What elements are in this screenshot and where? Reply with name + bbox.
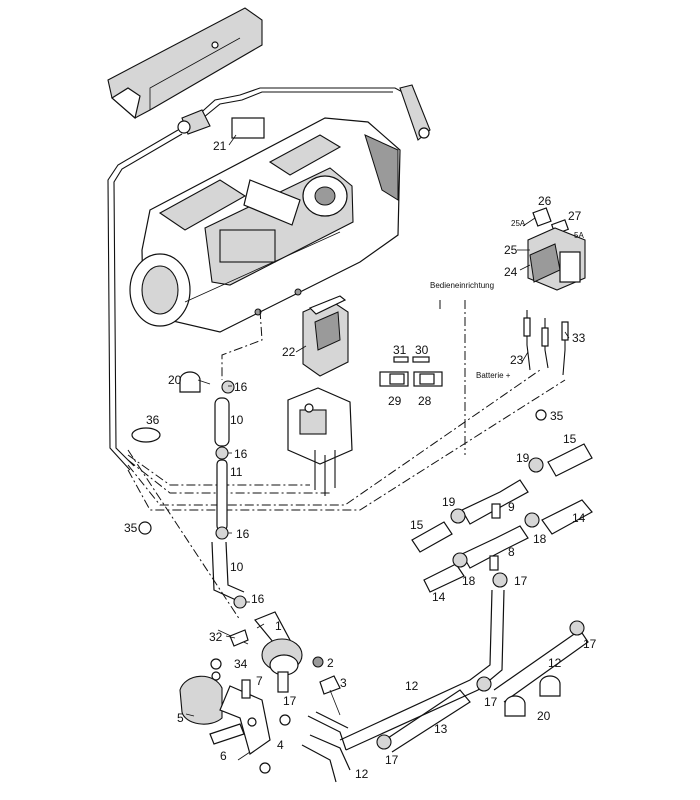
callout-16-a: 16: [234, 380, 248, 394]
label-batterie: Batterie +: [476, 371, 511, 380]
callout-18-b: 18: [462, 574, 476, 588]
callout-28: 28: [418, 394, 432, 408]
callout-18-a: 18: [533, 532, 547, 546]
callout-1: 1: [275, 619, 282, 633]
callout-17-e: 17: [385, 753, 399, 767]
callout-8: 8: [508, 545, 515, 559]
callout-17-c: 17: [484, 695, 498, 709]
callout-2: 2: [327, 656, 334, 670]
fuel-line-right: [301, 300, 593, 783]
label-fuse-5a: 5A: [574, 231, 584, 240]
callout-33: 33: [572, 331, 586, 345]
heater-unit: [129, 117, 401, 333]
callout-36: 36: [146, 413, 160, 427]
callout-20-top: 20: [168, 373, 182, 387]
callout-5: 5: [177, 711, 184, 725]
callout-21: 21: [213, 139, 227, 153]
callout-35-left: 35: [124, 521, 138, 535]
callout-32: 32: [209, 630, 223, 644]
callout-26: 26: [538, 194, 552, 208]
callout-16-b: 16: [234, 447, 248, 461]
heater-cover: [107, 7, 263, 120]
callout-30: 30: [415, 343, 429, 357]
diagram-text-labels: Bedieneinrichtung Batterie + 25A 5A: [430, 219, 584, 380]
fuel-line-left: [131, 309, 547, 609]
callout-35-right: 35: [550, 409, 564, 423]
fuse-holder: [523, 207, 586, 376]
callout-25: 25: [504, 243, 518, 257]
callout-19-a: 19: [516, 451, 530, 465]
callout-31: 31: [393, 343, 407, 357]
callout-3: 3: [340, 676, 347, 690]
callout-12-a: 12: [405, 679, 419, 693]
callout-16-d: 16: [251, 592, 265, 606]
callout-17-b: 17: [283, 694, 297, 708]
sensor-connector-21: [107, 84, 431, 471]
callout-15-left: 15: [410, 518, 424, 532]
callout-22: 22: [282, 345, 296, 359]
callout-17-a: 17: [514, 574, 528, 588]
callout-6: 6: [220, 749, 227, 763]
callout-20-bottom: 20: [537, 709, 551, 723]
callout-12-c: 12: [355, 767, 369, 781]
callout-10-b: 10: [230, 560, 244, 574]
callout-23: 23: [510, 353, 524, 367]
controller-22: [287, 295, 353, 496]
leader-lines: [185, 134, 570, 761]
callout-16-c: 16: [236, 527, 250, 541]
callout-15-right: 15: [563, 432, 577, 446]
callout-14-right: 14: [572, 511, 586, 525]
callout-12-b: 12: [548, 656, 562, 670]
label-bedieneinrichtung: Bedieneinrichtung: [430, 281, 494, 290]
callout-17-d: 17: [583, 637, 597, 651]
callout-34: 34: [234, 657, 248, 671]
callout-27: 27: [568, 209, 582, 223]
callout-9: 9: [508, 500, 515, 514]
callout-14-left: 14: [432, 590, 446, 604]
callout-11: 11: [230, 465, 243, 479]
callout-19-b: 19: [442, 495, 456, 509]
callout-24: 24: [504, 265, 518, 279]
callout-10-a: 10: [230, 413, 244, 427]
dosing-pump: [179, 611, 341, 774]
callout-29: 29: [388, 394, 402, 408]
callout-4: 4: [277, 738, 284, 752]
cable-harness-lines: [127, 300, 566, 621]
part-callouts: 21 26 27 25 24 33 23 31 30 22 29 28 20 1…: [124, 139, 597, 781]
callout-7: 7: [256, 674, 263, 688]
callout-13: 13: [434, 722, 448, 736]
terminal-fuses: [379, 356, 443, 387]
label-fuse-25a: 25A: [511, 219, 526, 228]
